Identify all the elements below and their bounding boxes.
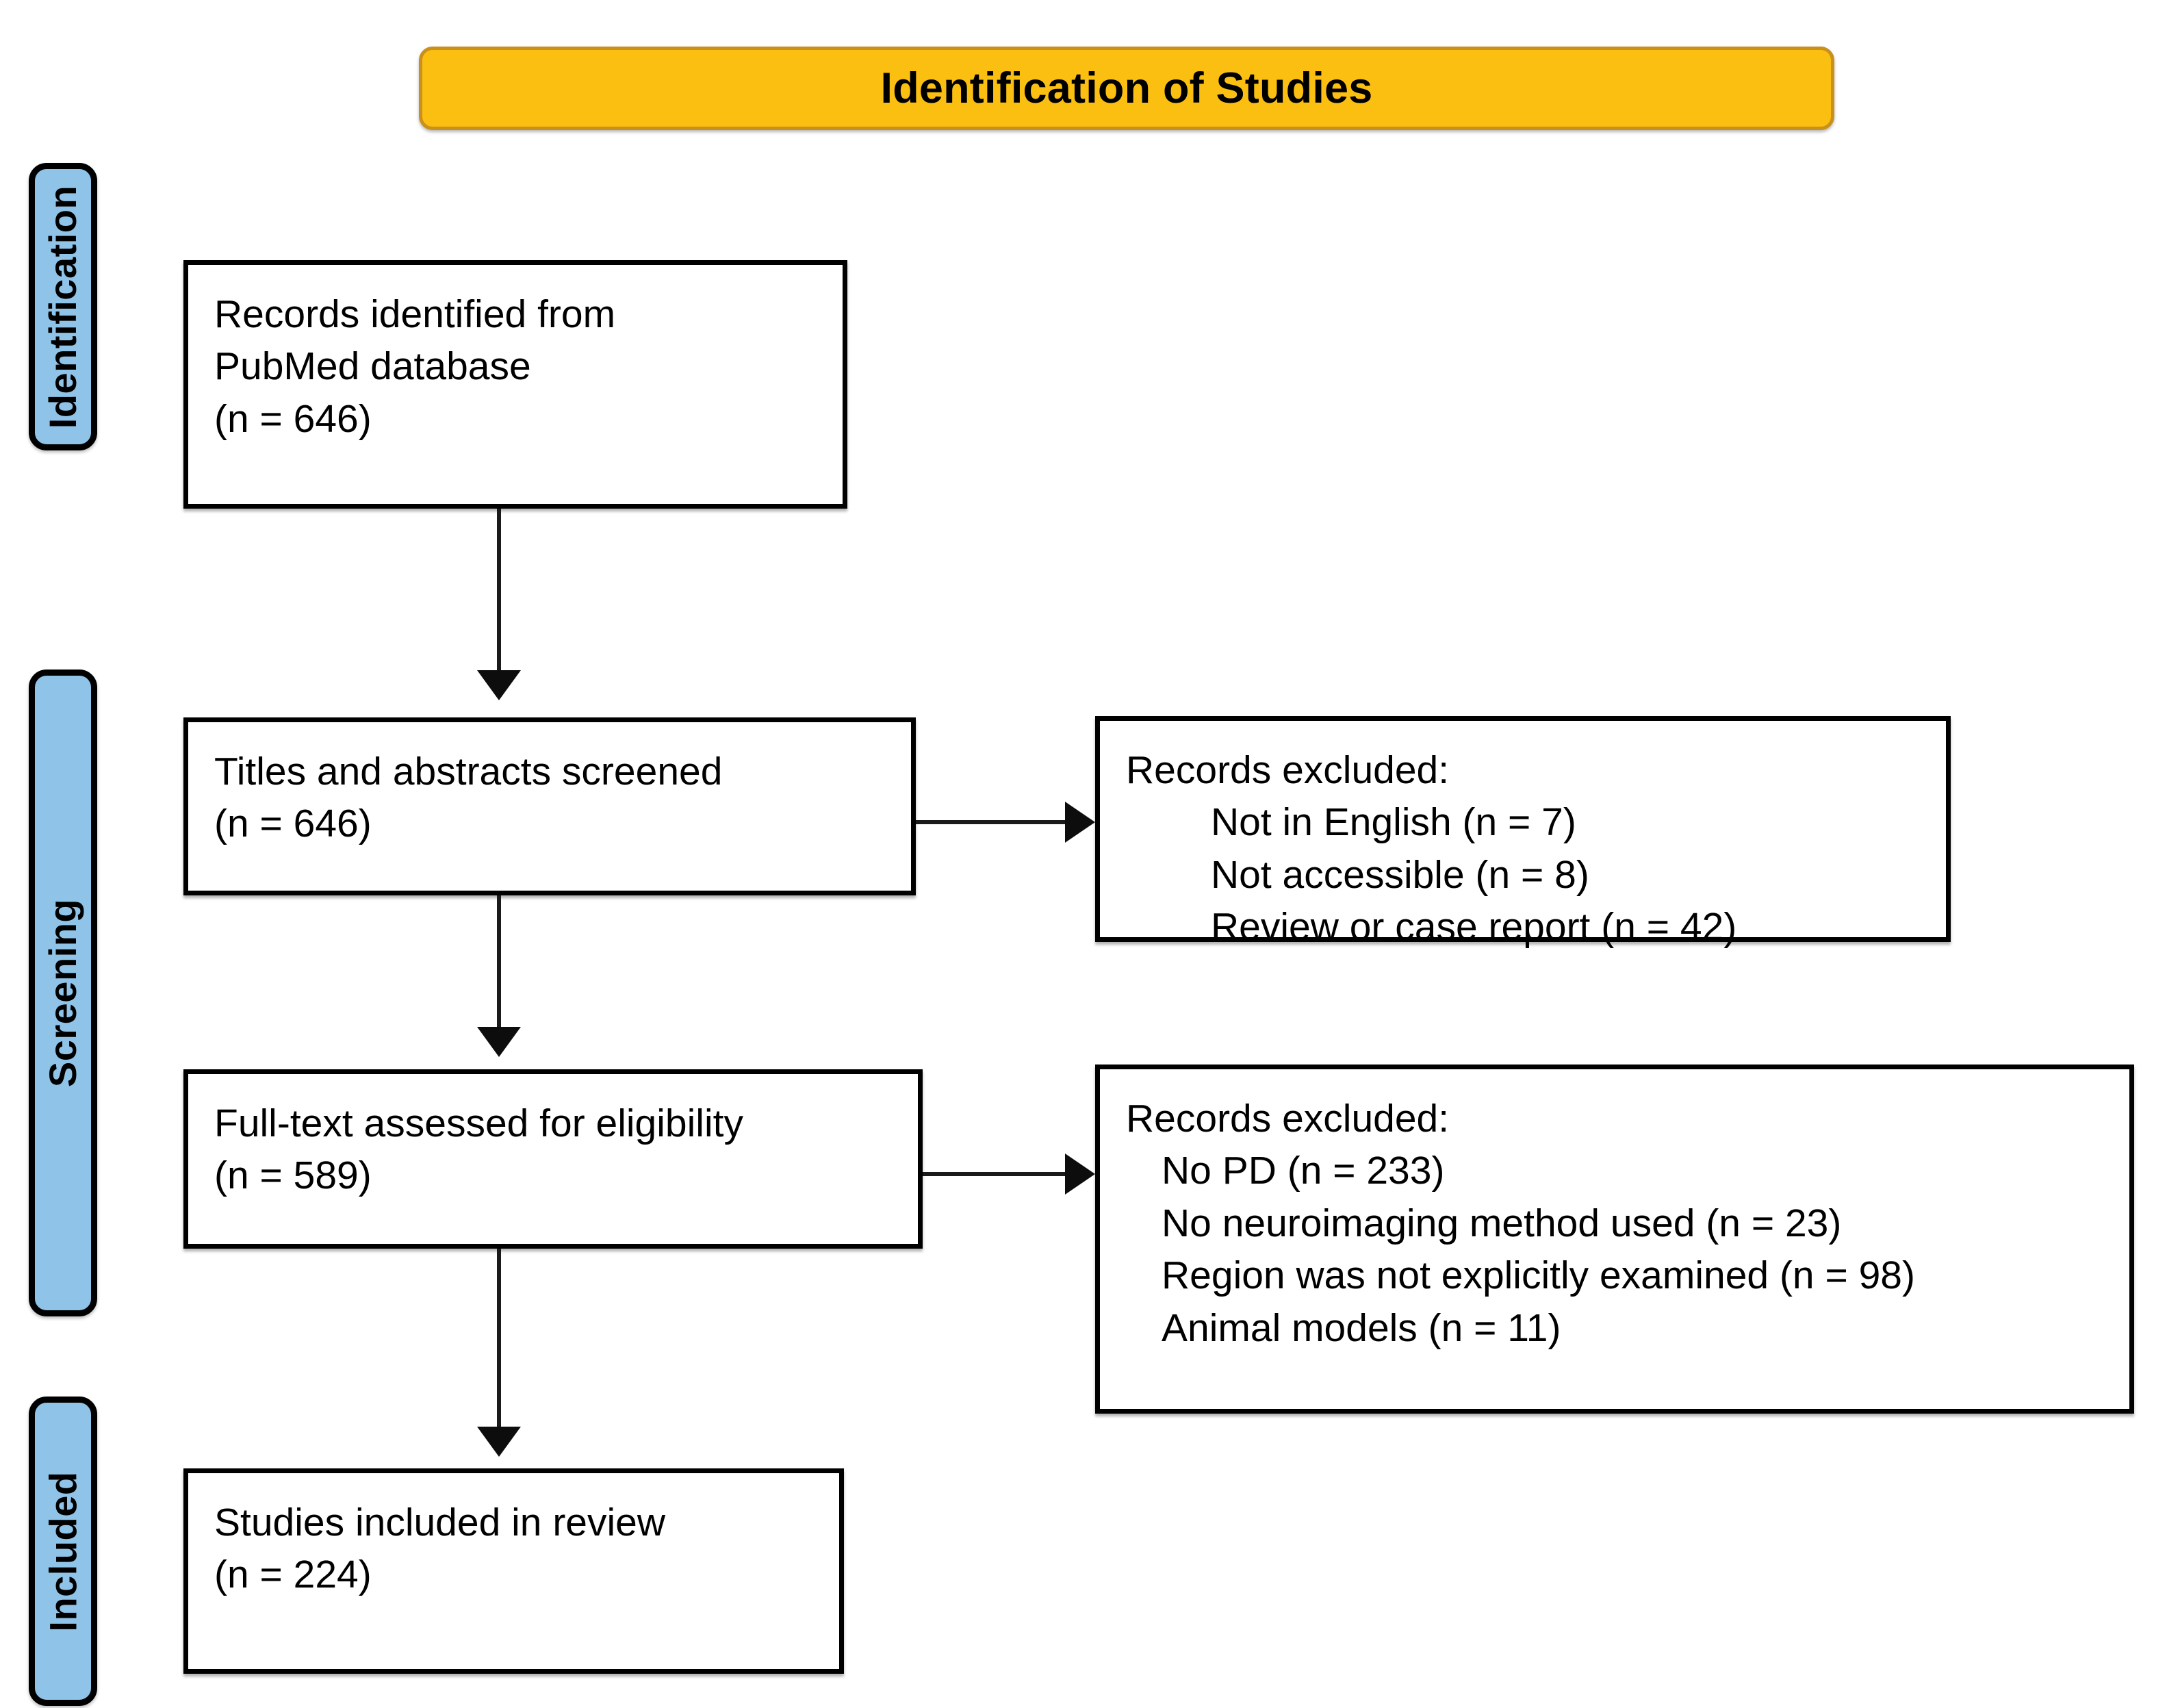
arrowhead-eligibility-to-excluded [1065,1153,1095,1195]
node-records-excluded-eligibility-item-4: Animal models (n = 11) [1162,1305,1561,1350]
node-records-excluded-eligibility-heading: Records excluded: [1126,1097,1450,1140]
node-records-excluded-eligibility-item-1: No PD (n = 233) [1162,1149,1445,1193]
node-records-excluded-screening-item-2: Not accessible (n = 8) [1211,852,1589,897]
stage-tab-included-label: Included [41,1470,85,1632]
connector-eligibility-to-excluded [923,1172,1068,1176]
node-titles-abstracts-screened-line-2: (n = 646) [214,802,372,846]
arrowhead-identified-to-screened [477,670,521,700]
node-records-identified-line-3: (n = 646) [214,396,372,441]
connector-eligibility-to-included [497,1249,501,1429]
arrowhead-eligibility-to-included [477,1427,521,1457]
diagram-title-banner: Identification of Studies [419,47,1834,130]
node-full-text-assessed: Full-text assessed for eligibility (n = … [183,1069,923,1249]
node-full-text-assessed-line-2: (n = 589) [214,1153,372,1198]
node-studies-included: Studies included in review (n = 224) [183,1468,844,1674]
node-records-excluded-eligibility-item-2: No neuroimaging method used (n = 23) [1162,1201,1842,1245]
arrowhead-screened-to-eligibility [477,1027,521,1057]
node-records-excluded-screening-item-1: Not in English (n = 7) [1211,800,1576,845]
node-records-excluded-screening: Records excluded: Not in English (n = 7)… [1095,716,1951,949]
arrowhead-screened-to-excluded [1065,802,1095,843]
stage-tab-screening-label: Screening [41,898,85,1088]
connector-screened-to-excluded [916,820,1068,824]
stage-tab-identification-label: Identification [41,185,85,429]
node-records-identified-line-2: PubMed database [214,344,531,389]
node-records-excluded-eligibility: Records excluded: No PD (n = 233) No neu… [1095,1065,2134,1414]
node-titles-abstracts-screened: Titles and abstracts screened (n = 646) [183,717,916,895]
node-full-text-assessed-line-1: Full-text assessed for eligibility [214,1101,743,1145]
connector-screened-to-eligibility [497,895,501,1030]
node-studies-included-line-2: (n = 224) [214,1553,372,1597]
page-title: Identification of Studies [880,64,1373,112]
stage-tab-identification: Identification [29,163,97,450]
node-records-identified-line-1: Records identified from [214,292,616,336]
stage-tab-screening: Screening [29,670,97,1316]
stage-tab-included: Included [29,1397,97,1706]
node-studies-included-line-1: Studies included in review [214,1501,666,1544]
node-titles-abstracts-screened-line-1: Titles and abstracts screened [214,750,723,793]
node-records-excluded-eligibility-item-3: Region was not explicitly examined (n = … [1162,1253,1915,1298]
connector-identified-to-screened [497,509,501,673]
node-records-excluded-screening-item-3: Review or case report (n = 42) [1211,905,1737,949]
node-records-excluded-screening-heading: Records excluded: [1126,748,1450,792]
node-records-identified: Records identified from PubMed database … [183,260,847,509]
